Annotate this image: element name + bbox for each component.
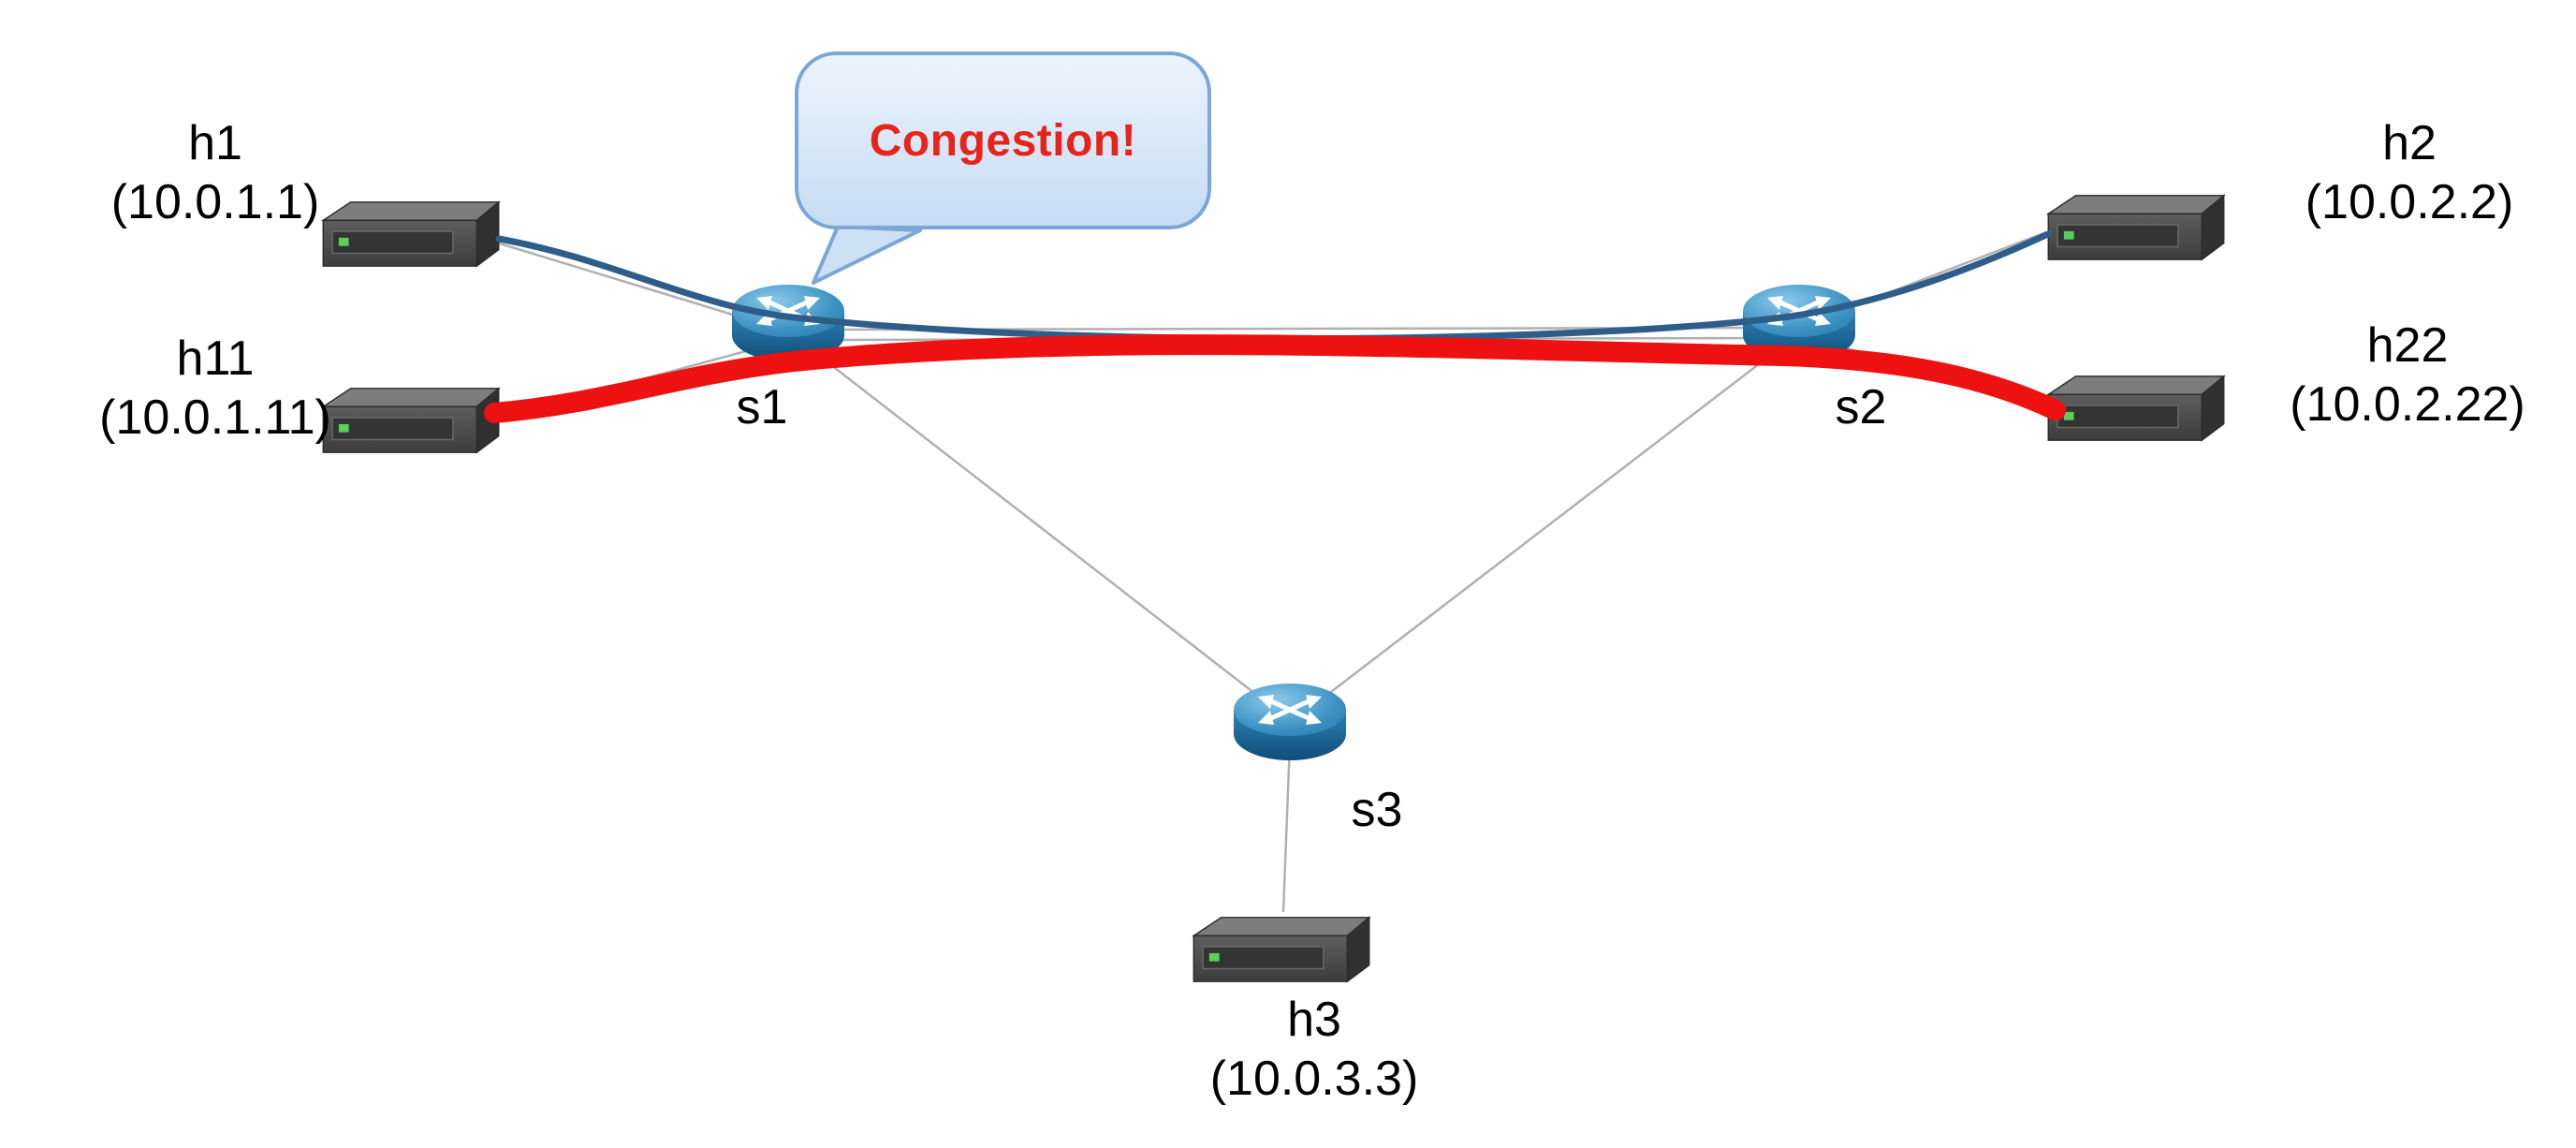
link-s1-s2-a <box>802 326 1787 331</box>
host-name-h11: h11 <box>176 331 255 386</box>
host-label-h3: h3 (10.0.3.3) <box>1155 991 1473 1110</box>
server-led <box>338 423 349 433</box>
host-ip-h11: (10.0.1.11) <box>99 390 331 446</box>
server-led <box>1208 952 1220 962</box>
host-label-h2: h2 (10.0.2.2) <box>2243 114 2576 233</box>
callout-text: Congestion! <box>869 115 1137 166</box>
host-label-h22: h22 (10.0.2.22) <box>2239 316 2576 435</box>
host-label-h1: h1 (10.0.1.1) <box>56 114 374 233</box>
switch-s3 <box>1224 670 1355 780</box>
server-icon <box>1191 916 1371 983</box>
host-ip-h2: (10.0.2.2) <box>2305 175 2514 230</box>
host-ip-h3: (10.0.3.3) <box>1209 1052 1419 1107</box>
switch-label-s3: s3 <box>1351 783 1403 837</box>
server-led <box>2063 411 2074 420</box>
server-icon <box>2045 194 2226 261</box>
server-icon <box>320 387 501 454</box>
host-name-h22: h22 <box>2366 318 2449 373</box>
switch-label-s2: s2 <box>1835 380 1887 434</box>
server-led <box>2063 230 2074 240</box>
host-h22 <box>2044 369 2228 450</box>
host-h3 <box>1190 910 1373 992</box>
router-icon <box>1743 285 1855 361</box>
link-s1-s2-b <box>802 336 1787 342</box>
host-ip-h22: (10.0.2.22) <box>2290 377 2525 433</box>
link-s1-s3 <box>797 338 1289 720</box>
host-name-h2: h2 <box>2382 116 2437 170</box>
host-h2 <box>2044 188 2228 270</box>
server-icon <box>2045 375 2226 442</box>
switch-s2 <box>1734 272 1865 381</box>
host-ip-h1: (10.0.1.1) <box>110 175 320 230</box>
host-name-h1: h1 <box>188 116 242 170</box>
host-name-h3: h3 <box>1287 993 1341 1047</box>
host-label-h11: h11 (10.0.1.11) <box>56 330 374 449</box>
host-h11 <box>319 381 503 463</box>
link-s2-s3 <box>1295 338 1793 720</box>
switch-label-s1: s1 <box>736 380 788 434</box>
switch-s1 <box>723 272 854 381</box>
router-icon <box>732 285 844 361</box>
router-icon <box>1234 684 1346 760</box>
server-led <box>338 237 349 246</box>
